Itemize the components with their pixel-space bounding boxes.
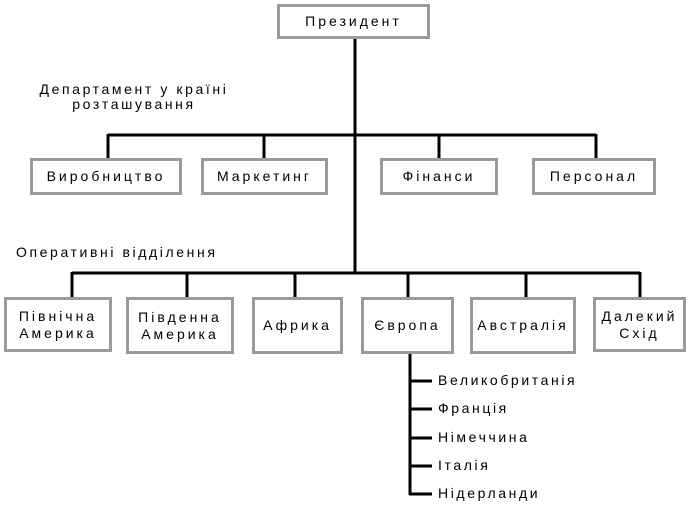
division-label-line-1: Південна: [138, 309, 222, 326]
department-box-marketing: Маркетинг: [201, 158, 328, 195]
division-label-line-1: Північна: [18, 308, 98, 325]
division-box-africa: Африка: [252, 297, 343, 354]
division-box-europe: Європа: [361, 297, 454, 354]
divisions-caption: Оперативні відділення: [16, 244, 218, 260]
president-box: Президент: [277, 4, 430, 39]
departments-caption: Департамент у країні розташування: [34, 82, 234, 111]
division-box-australia: Австралія: [470, 297, 576, 354]
department-box-production: Виробництво: [30, 158, 182, 195]
president-label: Президент: [305, 13, 402, 30]
department-label: Фінанси: [402, 168, 476, 185]
division-box-north-america: Північна Америка: [4, 297, 112, 352]
europe-subdivision: Великобританія: [438, 372, 578, 388]
division-label-line-1: Далекий: [601, 308, 678, 325]
europe-subdivision: Нідерланди: [438, 485, 541, 501]
department-label: Маркетинг: [216, 168, 313, 185]
europe-subdivision: Франція: [438, 400, 509, 416]
department-box-personnel: Персонал: [532, 158, 656, 195]
departments-caption-line-2: розташування: [72, 95, 196, 112]
department-label: Персонал: [549, 168, 639, 185]
division-label-line-2: Схід: [619, 324, 660, 341]
division-label-line-2: Америка: [19, 324, 97, 341]
europe-subdivision: Італія: [438, 457, 491, 473]
division-box-far-east: Далекий Схід: [593, 297, 686, 352]
division-box-south-america: Південна Америка: [126, 297, 234, 354]
division-label-line-2: Америка: [141, 325, 219, 342]
departments-caption-line-1: Департамент у країні: [39, 81, 229, 97]
europe-subdivision: Німеччина: [438, 429, 530, 445]
division-label: Африка: [263, 317, 332, 334]
department-label: Виробництво: [46, 168, 166, 185]
department-box-finance: Фінанси: [380, 158, 498, 195]
division-label: Європа: [374, 317, 441, 334]
division-label: Австралія: [477, 317, 569, 334]
